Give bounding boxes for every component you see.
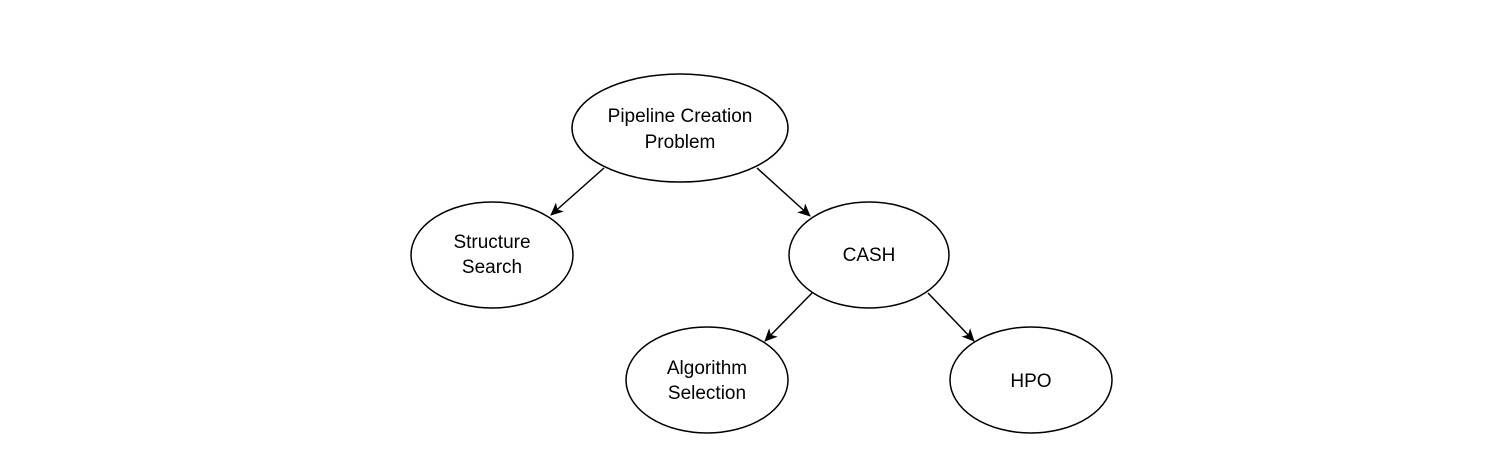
node-algorithm-selection[interactable]: Algorithm Selection — [625, 326, 789, 434]
node-ellipse — [788, 201, 950, 309]
node-ellipse — [949, 326, 1113, 434]
node-pipeline-creation-problem[interactable]: Pipeline Creation Problem — [571, 73, 789, 183]
node-structure-search[interactable]: Structure Search — [410, 201, 574, 309]
node-label-line-2: Search — [462, 257, 522, 278]
edge-cash-to-algorithm-selection — [764, 292, 813, 342]
node-label-line-1: Pipeline Creation — [608, 106, 753, 127]
node-label-line-2: Problem — [645, 132, 716, 153]
edge-cash-to-hpo — [927, 292, 975, 342]
node-label: CASH — [843, 245, 896, 266]
node-cash[interactable]: CASH — [788, 201, 950, 309]
node-label: HPO — [1010, 371, 1051, 392]
edge-pipeline-to-cash — [756, 167, 811, 217]
node-label-line-1: Algorithm — [667, 358, 747, 379]
node-label-line-2: Selection — [668, 383, 746, 404]
node-ellipse — [571, 73, 789, 183]
node-hpo[interactable]: HPO — [949, 326, 1113, 434]
node-label-line-1: Structure — [453, 232, 530, 253]
edge-pipeline-to-structure-search — [550, 167, 605, 216]
edges — [550, 167, 975, 342]
node-ellipse — [410, 201, 574, 309]
node-ellipse — [625, 326, 789, 434]
